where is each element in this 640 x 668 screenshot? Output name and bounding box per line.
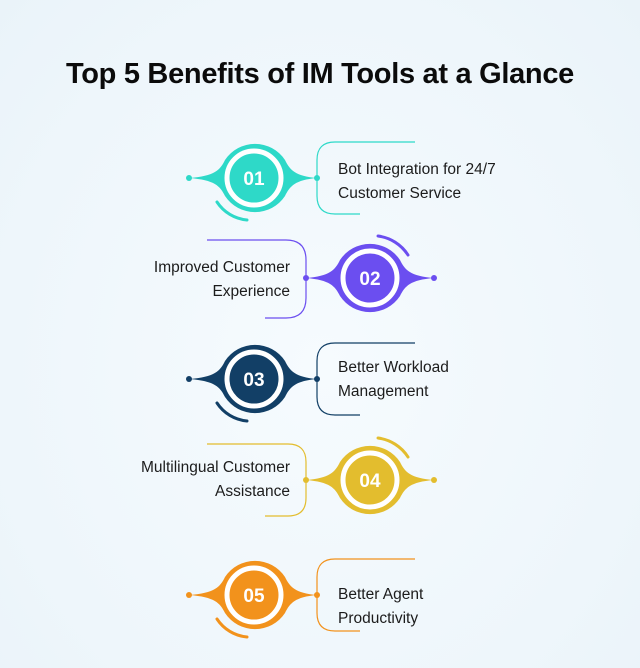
benefit-label-line1: Improved Customer	[153, 259, 290, 276]
benefit-label-line2: Customer Service	[338, 185, 462, 202]
benefit-label-05: Better Agent Productivity	[338, 583, 423, 631]
benefit-label-03: Better Workload Management	[338, 356, 449, 404]
benefit-label-line1: Better Workload	[338, 359, 449, 376]
benefit-label-01: Bot Integration for 24/7 Customer Servic…	[338, 158, 496, 206]
benefit-item-01: 01 Bot Integration for 24/7 Customer Ser…	[0, 130, 640, 230]
badge-number: 04	[359, 471, 381, 492]
benefit-label-line2: Experience	[212, 283, 290, 300]
badge-number: 03	[243, 370, 264, 391]
benefit-item-03: 03 Better Workload Management	[0, 332, 640, 432]
benefit-item-05: 05 Better Agent Productivity	[0, 547, 640, 647]
badge-02-icon: 02	[207, 234, 437, 319]
benefit-item-04: 04 Multilingual Customer Assistance	[0, 432, 640, 532]
badge-01-icon: 01	[186, 141, 415, 222]
badge-03-icon: 03	[186, 342, 415, 423]
infographic-title: Top 5 Benefits of IM Tools at a Glance	[66, 58, 574, 90]
badge-number: 01	[243, 169, 265, 190]
benefit-label-04: Multilingual Customer Assistance	[141, 456, 290, 504]
benefit-item-02: 02 Improved Customer Experience	[0, 230, 640, 330]
badge-number: 05	[243, 586, 265, 607]
benefit-label-line2: Productivity	[338, 610, 419, 627]
benefit-label-line1: Better Agent	[338, 586, 424, 603]
badge-number: 02	[359, 269, 380, 290]
benefit-label-02: Improved Customer Experience	[154, 256, 290, 304]
benefit-label-line2: Assistance	[215, 483, 290, 500]
benefit-label-line1: Multilingual Customer	[140, 459, 290, 476]
benefit-label-line1: Bot Integration for 24/7	[338, 161, 496, 178]
badge-04-icon: 04	[207, 436, 437, 517]
badge-05-icon: 05	[186, 558, 415, 639]
benefit-label-line2: Management	[338, 383, 429, 400]
